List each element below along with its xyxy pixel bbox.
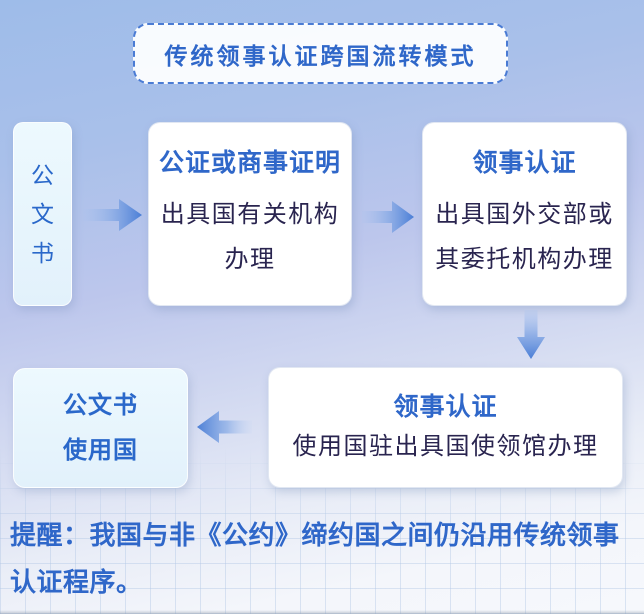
flow-box-source-document: 公文书: [13, 122, 72, 306]
bottom-edge-divider: [0, 610, 644, 614]
flow-box-notarization: 公证或商事证明 出具国有关机构 办理: [148, 122, 352, 306]
consular-issuing-line2: 其委托机构办理: [435, 245, 614, 273]
flow-arrow-down: [517, 310, 545, 364]
title-banner: 传统领事认证跨国流转模式: [133, 23, 508, 84]
notarization-title: 公证或商事证明: [158, 148, 341, 177]
arrow-right-icon: [83, 199, 142, 231]
page-title: 传统领事认证跨国流转模式: [164, 42, 477, 69]
arrow-down-icon: [517, 310, 545, 359]
flow-arrow-2: [362, 199, 414, 240]
consular-using-title: 领事认证: [393, 393, 498, 421]
notarization-line2: 办理: [224, 245, 276, 273]
arrow-right-icon: [362, 201, 414, 233]
consular-issuing-title: 领事认证: [472, 148, 577, 177]
flow-arrow-1: [83, 197, 142, 238]
destination-line1: 公文书: [63, 392, 138, 419]
flow-box-consular-issuing: 领事认证 出具国外交部或 其委托机构办理: [422, 122, 627, 306]
arrow-left-icon: [197, 411, 252, 443]
destination-line2: 使用国: [63, 437, 138, 464]
notarization-line1: 出具国有关机构: [160, 200, 340, 228]
consular-using-line1: 使用国驻出具国使领馆办理: [292, 433, 599, 460]
flow-box-consular-using: 领事认证 使用国驻出具国使领馆办理: [268, 367, 623, 488]
flow-box-destination: 公文书 使用国: [13, 368, 188, 488]
source-document-label: 公文书: [31, 161, 54, 266]
consular-issuing-line1: 出具国外交部或: [435, 200, 614, 228]
flow-arrow-3: [197, 410, 252, 449]
reminder-note: 提醒：我国与非《公约》缔约国之间仍沿用传统领事认证程序。: [10, 520, 620, 597]
